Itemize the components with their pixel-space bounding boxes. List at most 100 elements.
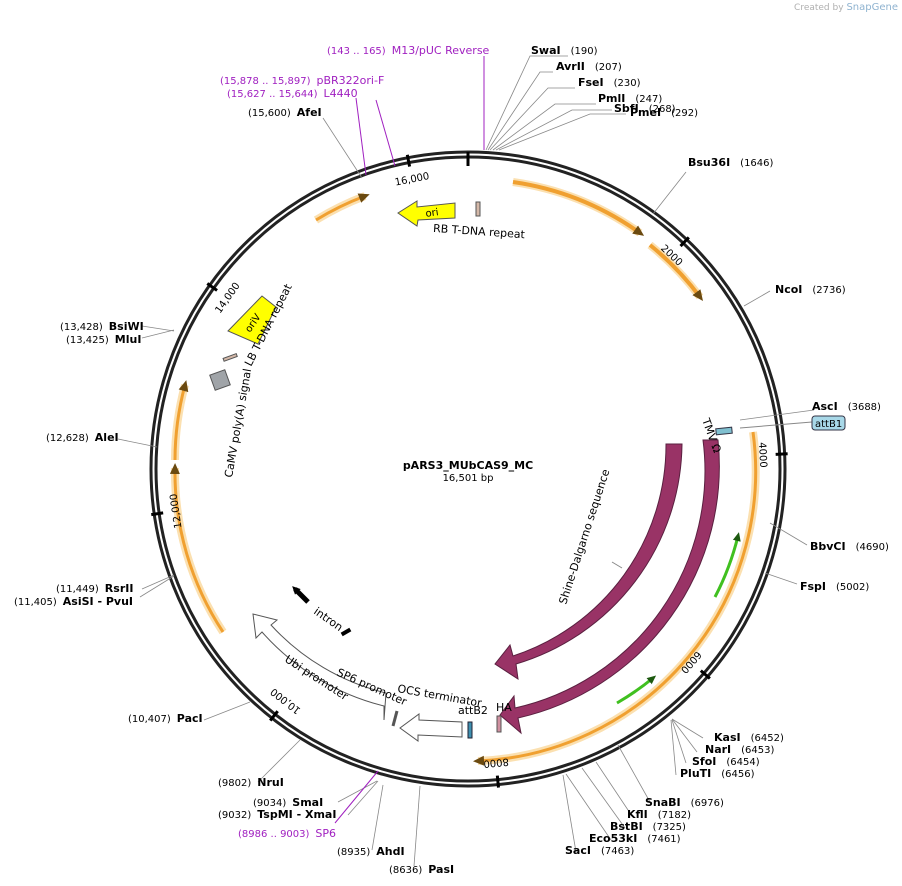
enzyme-name: BbvCI: [810, 540, 846, 553]
enzyme-name: MluI: [115, 333, 142, 346]
primer-site: (8986 .. 9003)SP6: [238, 827, 336, 840]
enzyme-position: (10,407): [128, 714, 171, 725]
intron-box: [340, 627, 352, 637]
enzyme-site: (9032)TspMI - XmaI: [218, 808, 336, 821]
enzyme-position: (9034): [253, 798, 286, 809]
enzyme-name: SmaI: [292, 796, 323, 809]
primer-position: (8986 .. 9003): [238, 829, 310, 840]
enzyme-name: SfoI: [692, 755, 716, 768]
attB1-label: attB1: [815, 419, 842, 430]
tick-label: 14,000: [213, 281, 242, 316]
tick-mark: [206, 282, 218, 292]
enzyme-position: (12,628): [46, 433, 89, 444]
enzyme-position: (13,425): [66, 335, 109, 346]
primer-position: (15,627 .. 15,644): [227, 89, 318, 100]
enzyme-site: FspI (5002): [800, 580, 869, 593]
enzyme-site: SbfI(268): [614, 102, 676, 115]
tick-mark: [269, 710, 279, 722]
enzyme-position: (11,449): [56, 584, 99, 595]
enzyme-site: PmeI(292): [630, 106, 698, 119]
enzyme-position: (7325): [653, 822, 686, 833]
enzyme-position: (268): [649, 104, 676, 115]
enzyme-name: KasI: [714, 731, 741, 744]
enzyme-site: (15,600)AfeI: [248, 106, 322, 119]
enzyme-site: (13,425) MluI: [66, 333, 141, 346]
primer-name: M13/pUC Reverse: [392, 44, 490, 57]
tick-mark: [151, 511, 164, 517]
enzyme-site: (9802)NruI: [218, 776, 284, 789]
ubi-promoter-arrow: [252, 613, 387, 721]
tick-mark: [699, 669, 711, 680]
shine-dalgarno-label: Shine-Dalgarno sequence: [556, 467, 612, 606]
camv-polya-box: [209, 369, 231, 391]
enzyme-site: NarI(6453): [705, 743, 775, 756]
enzyme-site: PluTI(6456): [680, 767, 755, 780]
attB2-box: [467, 721, 473, 739]
tick-label: 8000: [483, 755, 509, 768]
enzyme-site: (11,449) RsrII: [56, 582, 133, 595]
credit-prefix: Created by: [794, 3, 844, 13]
rb-tdna-label: RB T-DNA repeat: [433, 222, 526, 241]
enzyme-name: PmlI: [598, 92, 625, 105]
primer-name: pBR322ori-F: [317, 74, 385, 87]
enzyme-position: (11,405): [14, 597, 57, 608]
enzyme-position: (6976): [691, 798, 724, 809]
tick-label: 12,000: [169, 493, 185, 529]
primer-site: (15,627 .. 15,644) L4440: [227, 87, 358, 100]
enzyme-position: (3688): [848, 402, 881, 413]
enzyme-name: AvrII: [556, 60, 585, 73]
lb-tdna-box: [222, 353, 238, 362]
enzyme-site: (12,628)AleI: [46, 431, 119, 444]
sp6-promoter-mark: [391, 710, 399, 727]
enzyme-position: (230): [614, 78, 641, 89]
ori-label: ori: [425, 207, 439, 220]
enzyme-name: PluTI: [680, 767, 711, 780]
enzyme-position: (247): [635, 94, 662, 105]
enzyme-name: PacI: [177, 712, 203, 725]
snapgene-logo: SnapGene: [846, 2, 898, 13]
enzyme-name: AfeI: [297, 106, 322, 119]
enzyme-name: AscI: [812, 400, 838, 413]
green-features: [616, 532, 741, 705]
enzyme-site: (8935)AhdI: [337, 845, 405, 858]
enzyme-name: BsiWI: [109, 320, 144, 333]
primer-name: L4440: [324, 87, 358, 100]
enzyme-name: FspI: [800, 580, 826, 593]
enzyme-name: RsrII: [105, 582, 134, 595]
tick-label: 16,000: [394, 171, 430, 188]
enzyme-position: (6454): [726, 757, 759, 768]
enzyme-site: AvrII (207): [556, 60, 622, 73]
enzyme-site: (8636)PasI: [389, 863, 454, 876]
enzyme-position: (13,428): [60, 322, 103, 333]
tick-mark: [775, 452, 788, 456]
green-arc-2: [616, 675, 657, 705]
primer-site: (143 .. 165)M13/pUC Reverse: [327, 44, 490, 57]
enzyme-position: (5002): [836, 582, 869, 593]
cas9-features: Cas9 Cas9: [494, 439, 720, 735]
enzyme-position: (190): [571, 46, 598, 57]
enzyme-name: KflI: [627, 808, 648, 821]
tick-mark: [405, 154, 412, 167]
enzyme-site: KflI(7182): [627, 808, 691, 821]
plasmid-backbone: [149, 150, 787, 788]
enzyme-name: FseI: [578, 76, 604, 89]
primer-site: (15,878 .. 15,897)pBR322ori-F: [220, 74, 384, 87]
plasmid-name: pARS3_MUbCAS9_MC: [403, 459, 533, 472]
enzyme-site: SacI(7463): [565, 844, 634, 857]
enzyme-position: (207): [595, 62, 622, 73]
enzyme-site: BstBI(7325): [610, 820, 686, 833]
ha-box: [496, 715, 502, 733]
cas9-inner-arrow: [494, 443, 683, 681]
tick-label: 10,000: [269, 685, 303, 715]
enzyme-site: (13,428) BsiWI: [60, 320, 144, 333]
tick-mark: [495, 775, 500, 788]
ori-feature: ori: [397, 200, 456, 227]
enzyme-site: Eco53kI(7461): [589, 832, 681, 845]
enzyme-name: AhdI: [376, 845, 404, 858]
enzyme-site: (9034) SmaI: [253, 796, 323, 809]
sd-leader: [611, 561, 623, 569]
enzyme-position: (292): [671, 108, 698, 119]
enzyme-position: (1646): [740, 158, 773, 169]
ocs-terminator-arrow: [399, 713, 463, 742]
